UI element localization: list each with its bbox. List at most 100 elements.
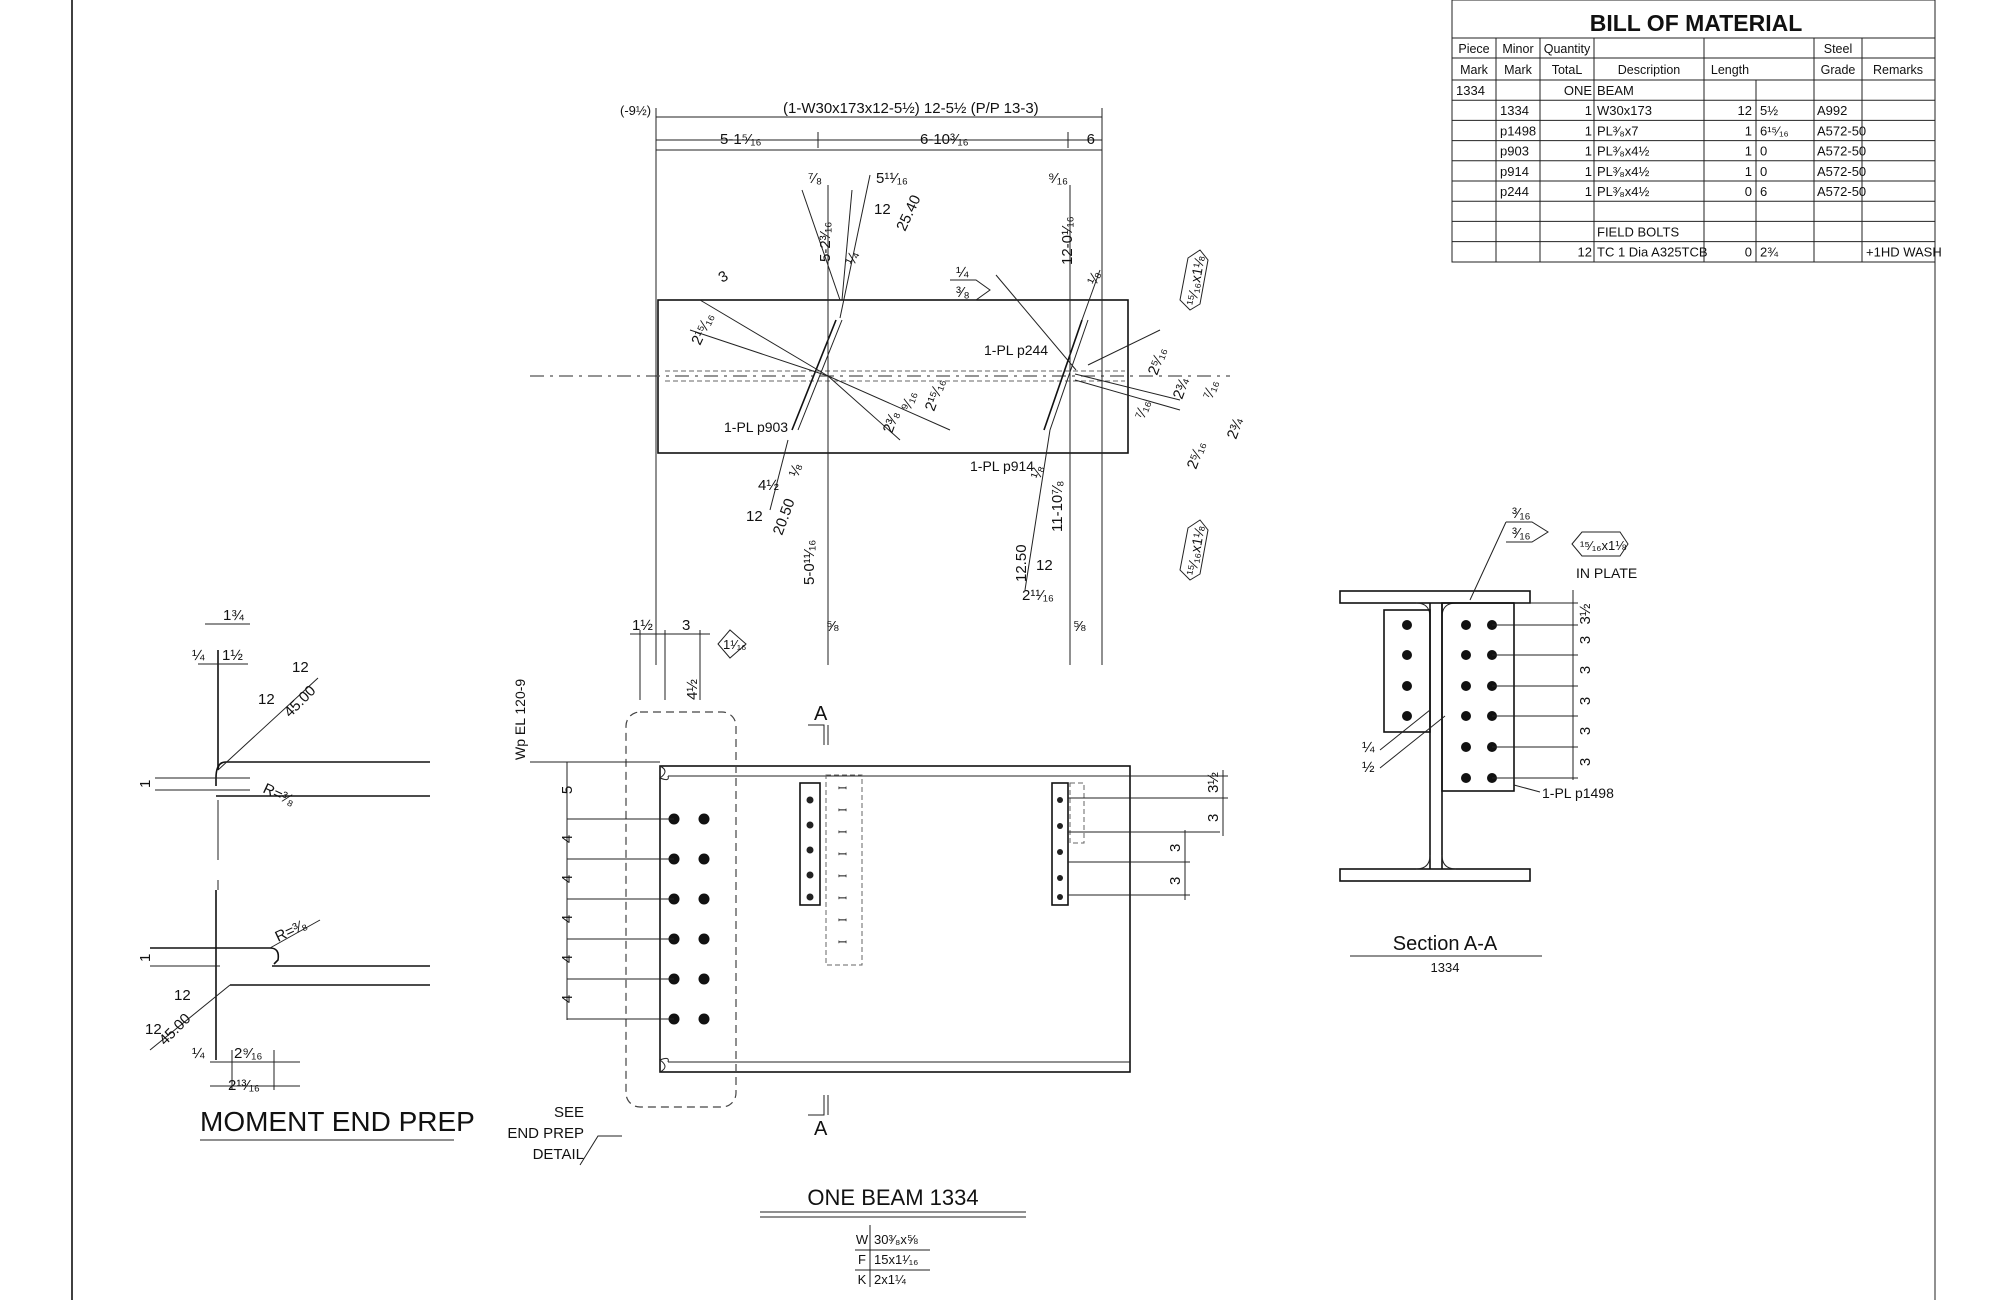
lc-d13: 12	[746, 508, 763, 525]
end-prep-title: MOMENT END PREP	[200, 1106, 475, 1137]
lc-d3: 12	[874, 201, 891, 218]
bom-cell: 1	[1745, 123, 1752, 138]
bom-cell: 1	[1745, 164, 1752, 179]
bolt-hole	[698, 1013, 710, 1025]
elev-spacing-dim: 4	[559, 875, 576, 883]
rc-weld2: ³⁄₈	[956, 284, 970, 301]
bom-cell: p244	[1500, 184, 1529, 199]
clip-hole	[806, 893, 814, 901]
rc-d13: 12	[1036, 557, 1053, 574]
ep-top-1: 1¾	[223, 607, 244, 624]
elev-spacing-dim: 4	[559, 835, 576, 843]
lc-d1: ⁷⁄₈	[808, 170, 822, 187]
beam-title: ONE BEAM 1334	[807, 1185, 978, 1210]
hidden-bolt-mark: ꟷ	[838, 849, 847, 861]
section-bolt	[1461, 650, 1471, 660]
bom-cell: 1	[1585, 184, 1592, 199]
rc-d7: ⁷⁄₁₆	[1200, 378, 1222, 402]
ep-top-2: ¼	[192, 647, 205, 664]
bom-header-cell: Piece	[1458, 42, 1489, 56]
section-bolt	[1461, 742, 1471, 752]
sec-subtitle: 1334	[1431, 960, 1460, 975]
ep-bot-2: R=³⁄₈	[273, 916, 310, 945]
elev-top-dim-b: 3	[682, 617, 690, 634]
rc-label-top: 1-PL p244	[984, 342, 1048, 358]
section-bolt	[1402, 650, 1412, 660]
elev-spacing-dim: 4	[559, 995, 576, 1003]
section-bolt	[1402, 711, 1412, 721]
hidden-bolt-mark: ꟷ	[838, 937, 847, 949]
lc-d4: 25.40	[893, 192, 924, 233]
bom-cell: 1334	[1456, 83, 1485, 98]
bom-header-cell: Grade	[1821, 63, 1856, 77]
clip-left-hidden	[825, 774, 863, 966]
bom-cell: 1	[1585, 144, 1592, 159]
clip-right-hidden	[1069, 782, 1085, 844]
end-prep-region	[625, 711, 737, 1108]
hidden-bolt-mark: ꟷ	[838, 893, 847, 905]
bom-cell: 1	[1745, 144, 1752, 159]
see-note-3: DETAIL	[533, 1146, 584, 1163]
sec-weld-bot: ³⁄₁₆	[1512, 525, 1531, 542]
section-top-flange	[1339, 590, 1531, 604]
section-bolt	[1461, 773, 1471, 783]
bom-cell: FIELD BOLTS	[1597, 224, 1679, 239]
lc-d5: 5-2³⁄₁₆	[817, 222, 834, 262]
section-dim: 3	[1577, 727, 1594, 735]
bom-cell: 1	[1585, 164, 1592, 179]
bom-cell: TC 1 Dia A325TCB	[1597, 245, 1708, 260]
bom-title: BILL OF MATERIAL	[1590, 10, 1803, 36]
section-bolt	[1461, 711, 1471, 721]
section-bolt	[1402, 681, 1412, 691]
bom-cell: 1	[1585, 103, 1592, 118]
bom-cell: A572-50	[1817, 164, 1866, 179]
bom-cell: 0	[1745, 245, 1752, 260]
bom-cell: BEAM	[1597, 83, 1634, 98]
bom-cell: W30x173	[1597, 103, 1652, 118]
section-dim: 3	[1577, 758, 1594, 766]
hidden-bolt-mark: ꟷ	[838, 915, 847, 927]
section-bottom-flange	[1339, 868, 1531, 882]
elev-vert-dim: 4½	[684, 679, 701, 700]
section-dim: 3	[1577, 697, 1594, 705]
elev-right-dim-d: 3	[1167, 877, 1184, 885]
rc-d12: 12.50	[1013, 544, 1030, 582]
bolt-hole	[698, 933, 710, 945]
bom-header-cell: Steel	[1824, 42, 1853, 56]
rc-weld1: ¼	[956, 264, 969, 281]
elev-top-dim-a: 1½	[632, 617, 653, 634]
clip-hole	[1057, 849, 1063, 855]
hole-tag	[717, 629, 747, 659]
bom-header-cell: Description	[1618, 63, 1681, 77]
elev-spacing-dim: 5	[559, 786, 576, 794]
rc-d9: 2⁵⁄₁₆	[1184, 439, 1210, 471]
prop-k-key: K	[858, 1272, 867, 1287]
elev-right-dim-b: 3	[1205, 814, 1222, 822]
bom-cell: p903	[1500, 144, 1529, 159]
elev-right-dim-a: 3½	[1205, 772, 1222, 793]
ep-top-3: 1½	[222, 647, 243, 664]
lc-d9: 2³⁄₈	[880, 409, 904, 436]
section-dim: 3½	[1577, 603, 1594, 624]
bom-cell: A572-50	[1817, 184, 1866, 199]
bom-cell: 1334	[1500, 103, 1529, 118]
ep-bot-4: 12	[145, 1021, 162, 1038]
lc-d11: 2¹⁵⁄₁₆	[922, 376, 949, 413]
ep-top-4: 12	[292, 659, 309, 676]
bom-cell: 5½	[1760, 103, 1778, 118]
end-plate-left	[1383, 609, 1431, 733]
bolt-tag-bottom	[1179, 519, 1209, 581]
sec-left-a: ¼	[1362, 739, 1375, 756]
bom-cell: 0	[1745, 184, 1752, 199]
rc-d8: 2¾	[1224, 415, 1247, 441]
sec-bolt-tag	[1571, 531, 1629, 557]
sec-label: 1-PL p1498	[1542, 785, 1614, 801]
bom-cell: PL³⁄₈x7	[1597, 123, 1639, 138]
bom-cell: 0	[1760, 164, 1767, 179]
lc-d17: ⅝	[826, 618, 839, 635]
bom-header-cell: Remarks	[1873, 63, 1923, 77]
clip-hole	[1057, 823, 1063, 829]
bom-cell: 1	[1585, 123, 1592, 138]
